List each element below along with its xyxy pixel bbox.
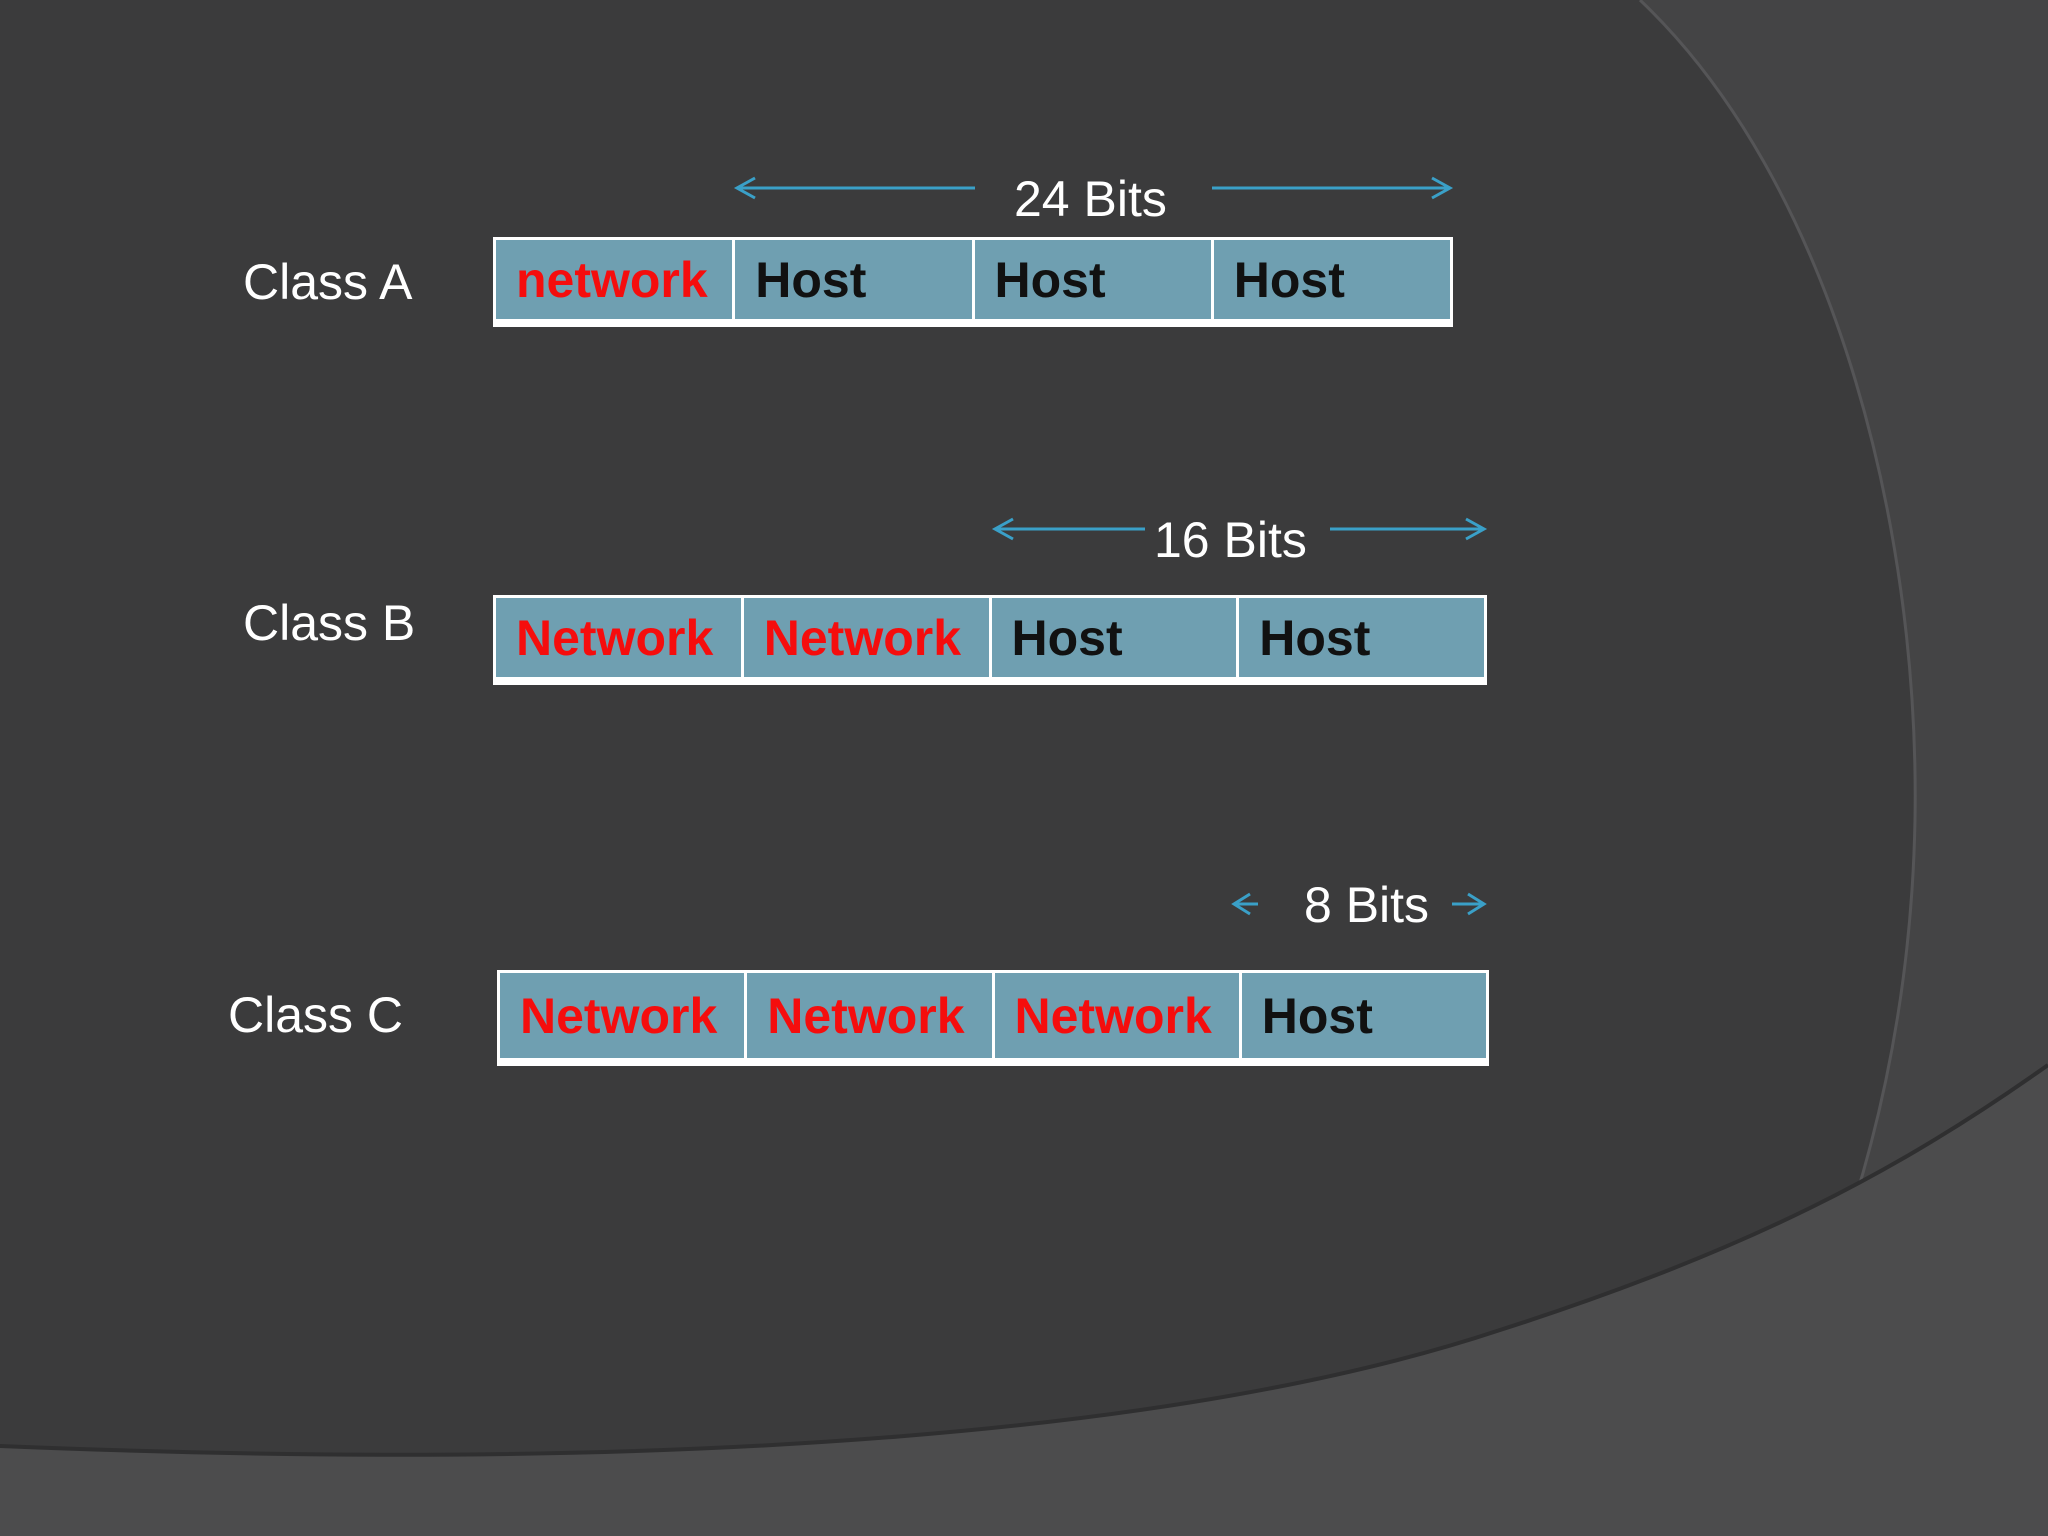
class-c-octet-2: Network <box>744 973 991 1058</box>
class-b-octet-1: Network <box>516 609 714 666</box>
class-a-octet-3: Host <box>971 240 1211 319</box>
class-c-label: Class C <box>228 987 404 1043</box>
class-c-octet-4: Host <box>1238 973 1486 1058</box>
class-c-bits-arrow-left <box>1231 892 1258 916</box>
class-a-octet-2: Host <box>732 240 971 319</box>
class-b-address-bar: Network Network Host Host <box>493 595 1487 685</box>
class-a-bits-arrow-right <box>1212 176 1454 200</box>
class-c-bits-label: 8 Bits <box>1304 877 1430 933</box>
class-a-address-bar: network Host Host Host <box>493 237 1453 327</box>
class-a-octet-1: network <box>516 251 708 308</box>
class-b-bits-arrow-left <box>991 517 1145 541</box>
class-b-octet-2: Network <box>740 598 989 677</box>
class-a-octet-4: Host <box>1210 240 1450 319</box>
class-b-bits-label: 16 Bits <box>1154 512 1307 568</box>
class-c-octet-3: Network <box>991 973 1239 1058</box>
class-b-label: Class B <box>243 595 416 651</box>
class-c-bits-arrow-right <box>1452 892 1487 916</box>
class-a-label: Class A <box>243 254 413 310</box>
class-a-bits-label: 24 Bits <box>1014 171 1167 227</box>
class-b-octet-4: Host <box>1236 598 1484 677</box>
class-c-address-bar: Network Network Network Host <box>497 970 1489 1066</box>
class-b-octet-3: Host <box>988 598 1237 677</box>
class-b-bits-arrow-right <box>1330 517 1488 541</box>
class-a-bits-arrow-left <box>733 176 975 200</box>
class-c-octet-1: Network <box>520 987 718 1044</box>
